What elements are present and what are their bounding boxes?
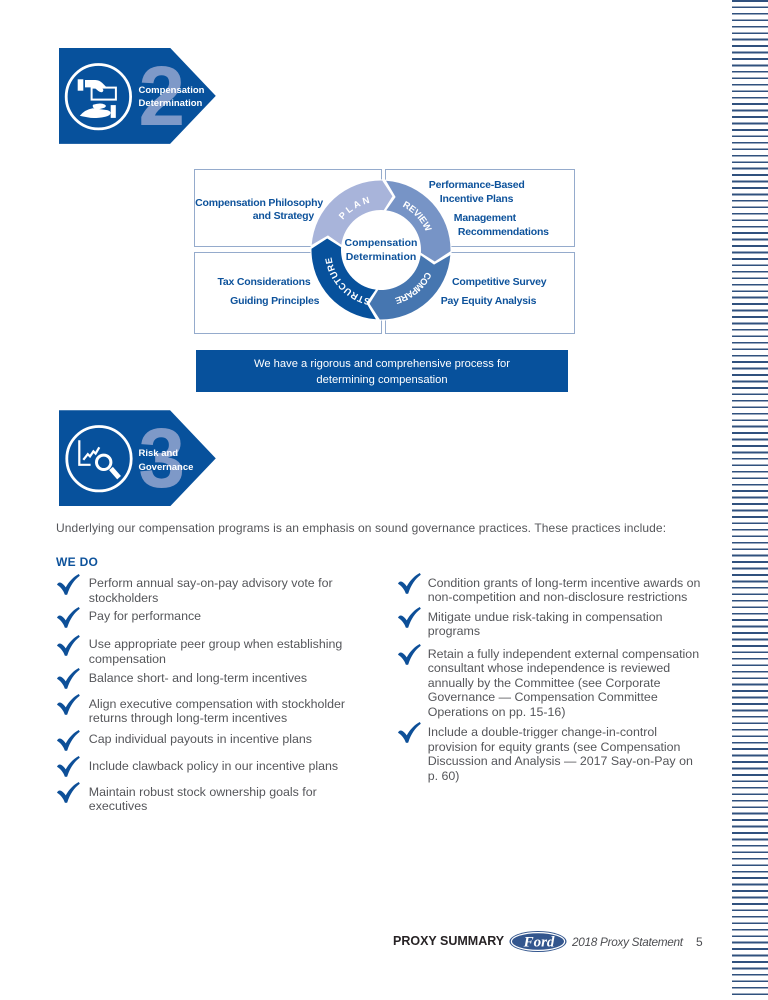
svg-text:Ford: Ford: [523, 935, 555, 951]
